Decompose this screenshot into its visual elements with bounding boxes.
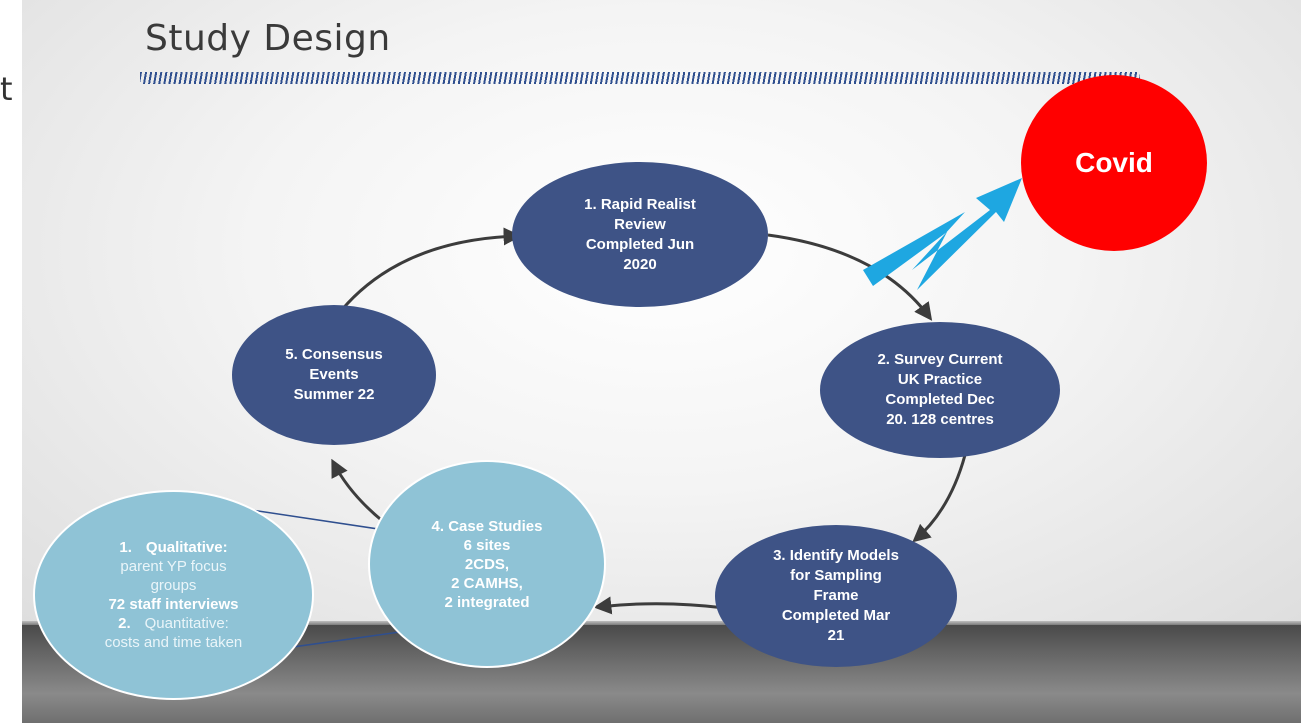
arrow-4-to-5 <box>331 458 386 525</box>
stage-2-survey-current-uk-practice: 2. Survey Current UK Practice Completed … <box>820 322 1060 458</box>
detail-item-quantitative: 2. Quantitative: <box>118 615 229 632</box>
slide-title: Study Design <box>145 18 391 59</box>
floor-edge <box>22 621 1301 627</box>
stage-4-case-studies: 4. Case Studies 6 sites 2CDS, 2 CAMHS, 2… <box>368 460 606 668</box>
stage-1-rapid-realist-review: 1. Rapid Realist Review Completed Jun 20… <box>512 162 768 307</box>
title-underline-hatch <box>140 72 1140 84</box>
stage-3-identify-models: 3. Identify Models for Sampling Frame Co… <box>715 525 957 667</box>
case-study-detail-ellipse: 1. Qualitative: parent YP focus groups 7… <box>33 490 314 700</box>
edge-character: t <box>0 70 13 108</box>
arrow-1-to-2 <box>767 233 933 321</box>
stage-5-consensus-events: 5. Consensus Events Summer 22 <box>232 305 436 445</box>
detail-item-qualitative: 1. Qualitative: <box>119 539 228 556</box>
lightning-bolt-icon <box>863 178 1022 290</box>
arrow-3-to-4 <box>593 596 726 615</box>
arrow-2-to-3 <box>912 454 967 543</box>
covid-circle: Covid <box>1021 75 1207 251</box>
